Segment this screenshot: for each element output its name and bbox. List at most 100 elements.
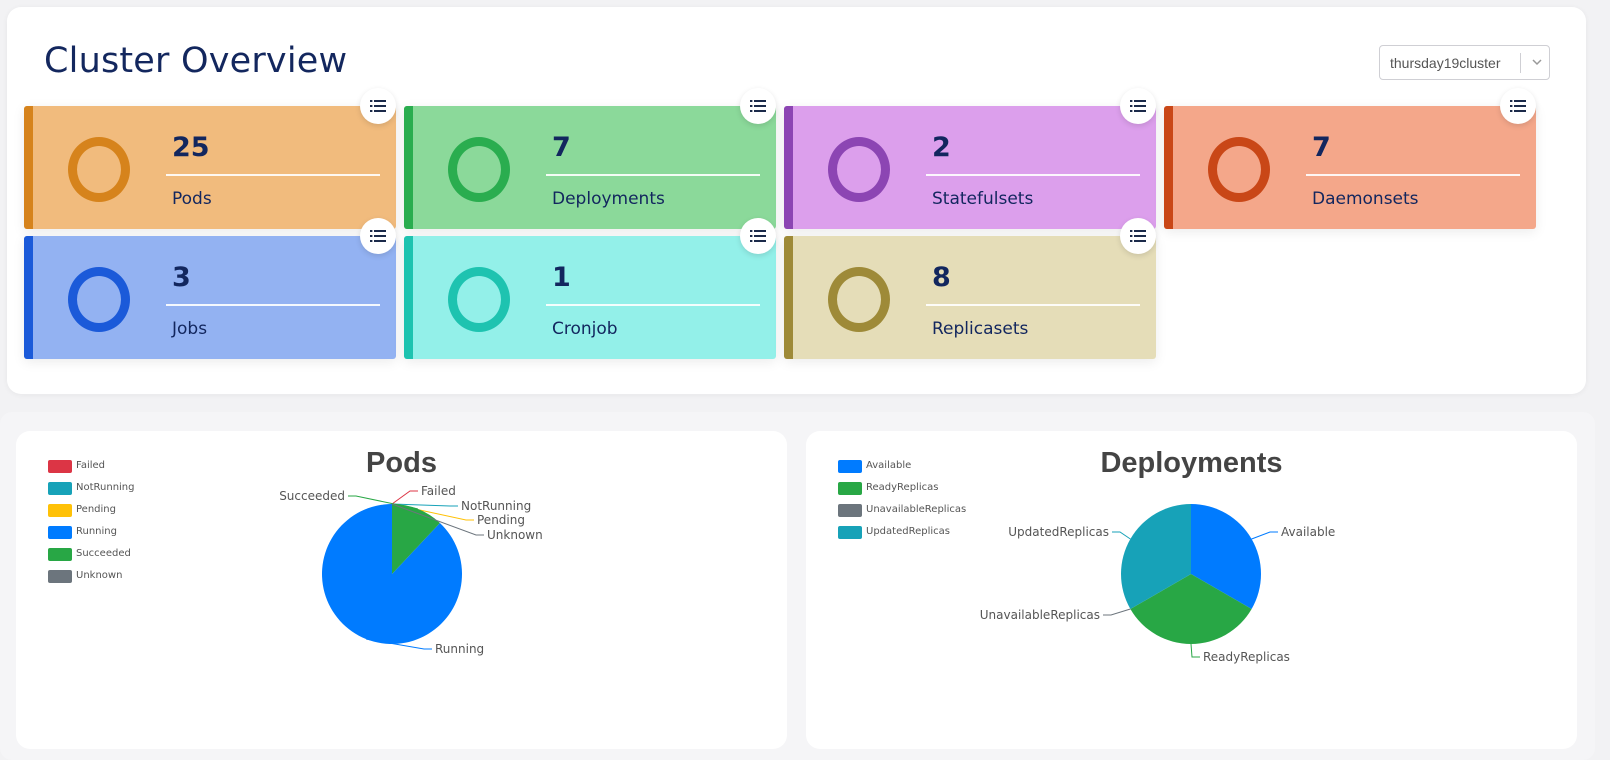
legend-label: NotRunning <box>76 482 135 493</box>
slice-label-unavailable-replicas: UnavailableReplicas <box>980 608 1100 622</box>
pie-slice-updated-replicas[interactable] <box>1121 504 1191 609</box>
legend-label: Available <box>866 460 912 471</box>
card-divider <box>1306 174 1520 176</box>
label-line-available <box>1251 531 1278 540</box>
card-accent-bar <box>1164 106 1173 229</box>
slice-label-running: Running <box>435 642 484 656</box>
pods-list-button[interactable] <box>360 88 396 124</box>
daemonsets-count: 7 <box>1312 132 1331 163</box>
label-line-failed <box>391 490 418 505</box>
legend-swatch <box>48 460 72 473</box>
pie-slice-available[interactable] <box>1191 504 1261 609</box>
select-separator <box>1520 53 1521 73</box>
slice-label-not-running: NotRunning <box>461 499 531 513</box>
pie-slice-ready-replicas[interactable] <box>1130 574 1252 644</box>
pie-slice-succeeded[interactable] <box>392 504 440 574</box>
daemonsets-list-button[interactable] <box>1500 88 1536 124</box>
legend-swatch <box>48 482 72 495</box>
pods-pie-chart: FailedNotRunningPendingRunningSucceededU… <box>279 484 543 656</box>
slice-label-available: Available <box>1281 525 1335 539</box>
cluster-select-value: thursday19cluster <box>1390 55 1501 71</box>
pods-chart-title: Pods <box>366 447 437 479</box>
circle-icon <box>68 267 130 332</box>
legend-label: Running <box>76 526 117 537</box>
card-accent-bar <box>784 236 793 359</box>
legend-label: UpdatedReplicas <box>866 526 950 537</box>
deployments-label: Deployments <box>552 189 665 209</box>
label-line-not-running <box>391 503 458 507</box>
legend-label: Pending <box>76 504 116 515</box>
slice-label-ready-replicas: ReadyReplicas <box>1203 650 1290 664</box>
legend-swatch <box>838 526 862 539</box>
legend-swatch <box>48 570 72 583</box>
cluster-select[interactable]: thursday19cluster <box>1379 45 1550 80</box>
list-icon <box>1510 100 1526 112</box>
jobs-list-button[interactable] <box>360 218 396 254</box>
chevron-down-icon[interactable] <box>1529 54 1545 70</box>
card-accent-bar <box>784 106 793 229</box>
statefulsets-list-button[interactable] <box>1120 88 1156 124</box>
deployments-list-button[interactable] <box>740 88 776 124</box>
list-icon <box>1130 100 1146 112</box>
circle-icon <box>448 267 510 332</box>
list-icon <box>750 230 766 242</box>
card-divider <box>166 304 380 306</box>
statefulsets-count: 2 <box>932 132 951 163</box>
list-icon <box>370 100 386 112</box>
circle-icon <box>828 267 890 332</box>
slice-label-failed: Failed <box>421 484 456 498</box>
card-accent-bar <box>404 106 413 229</box>
card-accent-bar <box>24 106 33 229</box>
legend-swatch <box>838 460 862 473</box>
legend-label: ReadyReplicas <box>866 482 939 493</box>
label-line-succeeded <box>348 495 418 510</box>
slice-label-updated-replicas: UpdatedReplicas <box>1008 525 1109 539</box>
circle-icon <box>448 137 510 202</box>
cronjob-label: Cronjob <box>552 319 618 339</box>
slice-label-unknown: Unknown <box>487 528 543 542</box>
replicasets-list-button[interactable] <box>1120 218 1156 254</box>
label-line-unknown <box>391 503 484 536</box>
cronjob-list-button[interactable] <box>740 218 776 254</box>
list-icon <box>750 100 766 112</box>
circle-icon <box>828 137 890 202</box>
pie-slice-running[interactable] <box>322 504 463 644</box>
card-divider <box>926 174 1140 176</box>
legend-label: Failed <box>76 460 106 471</box>
label-line-running <box>366 638 432 650</box>
card-divider <box>546 304 760 306</box>
cronjob-count: 1 <box>552 262 571 293</box>
card-accent-bar <box>24 236 33 359</box>
list-icon <box>370 230 386 242</box>
circle-icon <box>1208 137 1270 202</box>
legend-label: Unknown <box>76 570 123 581</box>
card-divider <box>546 174 760 176</box>
pods-label: Pods <box>172 189 212 209</box>
label-line-ready-replicas <box>1190 643 1200 658</box>
legend-label: Succeeded <box>76 548 131 559</box>
label-line-unavailable-replicas <box>1103 608 1131 616</box>
list-icon <box>1130 230 1146 242</box>
slice-label-pending: Pending <box>477 513 525 527</box>
card-accent-bar <box>404 236 413 359</box>
label-line-updated-replicas <box>1112 531 1131 540</box>
circle-icon <box>68 137 130 202</box>
card-divider <box>926 304 1140 306</box>
daemonsets-label: Daemonsets <box>1312 189 1419 209</box>
legend-swatch <box>48 548 72 561</box>
legend-swatch <box>838 482 862 495</box>
pods-count: 25 <box>172 132 210 163</box>
replicasets-count: 8 <box>932 262 951 293</box>
legend-label: UnavailableReplicas <box>866 504 967 515</box>
card-divider <box>166 174 380 176</box>
